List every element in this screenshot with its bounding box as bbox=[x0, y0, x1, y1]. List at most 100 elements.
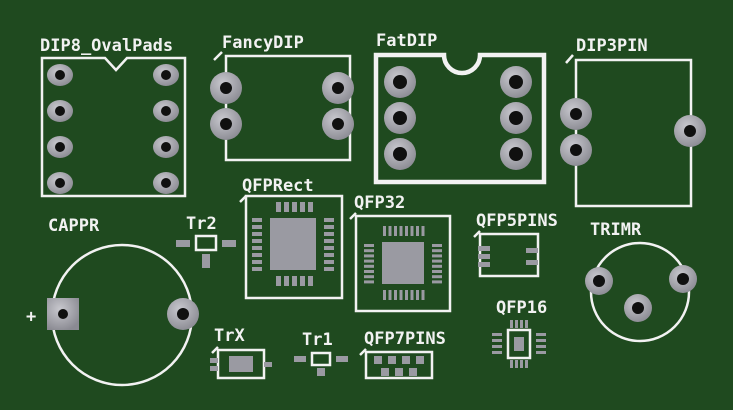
qfprect-pin-left-6 bbox=[252, 253, 262, 257]
fancydip-pad-4-hole bbox=[332, 118, 344, 130]
qfp32-pin-top-8 bbox=[421, 226, 425, 236]
qfp32-pin-top-1 bbox=[383, 226, 386, 236]
qfprect-pin-left-8 bbox=[252, 267, 262, 271]
qfp32-pin-bottom-6 bbox=[410, 290, 414, 300]
trimr-hole-2 bbox=[677, 273, 689, 285]
qfprect-pin-right-7 bbox=[324, 260, 334, 264]
qfp32-pin-left-5 bbox=[364, 264, 374, 268]
fatdip-label: FatDIP bbox=[376, 31, 437, 51]
fancydip-pad-2-hole bbox=[220, 118, 232, 130]
tr1-pad-2 bbox=[336, 356, 348, 362]
tr1-pad-1 bbox=[294, 356, 306, 362]
fancydip-pads bbox=[210, 72, 354, 140]
qfp32-pin-bottom-7 bbox=[416, 290, 419, 300]
fancydip-footprint: FancyDIP bbox=[210, 33, 354, 162]
qfprect-pin-bottom-5 bbox=[308, 276, 313, 286]
qfp16-pin-top-4 bbox=[525, 320, 528, 328]
qfp32-pin-top-6 bbox=[410, 226, 414, 236]
qfp16-pin-bottom-3 bbox=[520, 360, 523, 368]
qfp32-pin-bottom-3 bbox=[394, 290, 397, 300]
qfp16-center-pad bbox=[514, 337, 524, 351]
fatdip-pad-5-hole bbox=[509, 111, 523, 125]
qfp32-pin-right-3 bbox=[432, 254, 442, 258]
qfp5pins-pin-4 bbox=[526, 248, 538, 253]
dip8-pad-4-hole bbox=[55, 178, 65, 188]
qfprect-pin-top-1 bbox=[276, 202, 281, 212]
qfprect-pin-top-4 bbox=[300, 202, 305, 212]
tr1-label: Tr1 bbox=[302, 330, 333, 350]
qfp32-pin-top-4 bbox=[399, 226, 403, 236]
qfp7pins-pin-bottom-1 bbox=[381, 368, 389, 376]
trx-label: TrX bbox=[214, 326, 245, 346]
dip3pin-footprint: DIP3PIN bbox=[560, 36, 706, 208]
cappr-hole-1 bbox=[58, 309, 68, 319]
fatdip-pad-3-hole bbox=[393, 147, 407, 161]
qfp5pins-pin-1 bbox=[478, 246, 490, 251]
trx-pin-1 bbox=[210, 358, 218, 363]
dip3pin-pin1-mark bbox=[565, 54, 574, 64]
qfprect-pin-top-3 bbox=[292, 202, 297, 212]
dip8-pad-7-hole bbox=[161, 106, 171, 116]
qfp32-pin-bottom-1 bbox=[383, 290, 386, 300]
fancydip-label: FancyDIP bbox=[222, 33, 304, 53]
qfp32-center-pad bbox=[382, 242, 424, 284]
dip8-pad-1-hole bbox=[55, 70, 65, 80]
qfp32-pin-left-8 bbox=[364, 280, 374, 284]
fatdip-pad-1-hole bbox=[393, 75, 407, 89]
qfp32-pin-left-3 bbox=[364, 254, 374, 258]
qfp16-footprint: QFP16 bbox=[492, 298, 547, 368]
fatdip-outline bbox=[373, 52, 547, 185]
dip8-pads bbox=[47, 64, 179, 194]
qfp32-pin-top-2 bbox=[388, 226, 392, 236]
qfprect-footprint: QFPRect bbox=[239, 176, 344, 300]
qfprect-center-pad bbox=[270, 218, 316, 270]
tr2-pad-3 bbox=[202, 254, 210, 268]
qfprect-pin-bottom-3 bbox=[292, 276, 297, 286]
fancydip-pin1-mark bbox=[213, 51, 223, 61]
fatdip-pad-2-hole bbox=[393, 111, 407, 125]
fancydip-outline bbox=[224, 54, 352, 162]
fatdip-pad-4-hole bbox=[509, 147, 523, 161]
dip8-outline bbox=[40, 56, 187, 198]
trx-center-pad bbox=[229, 356, 253, 372]
qfp32-pin-right-5 bbox=[432, 264, 442, 268]
fancydip-pad-1-hole bbox=[220, 82, 232, 94]
qfp16-pin-top-1 bbox=[510, 320, 513, 328]
qfp5pins-label: QFP5PINS bbox=[476, 211, 558, 231]
tr1-pad-3 bbox=[317, 368, 325, 376]
dip8-pad-8-hole bbox=[161, 70, 171, 80]
qfp32-pin-right-7 bbox=[432, 275, 442, 279]
qfp32-pin-left-6 bbox=[364, 270, 374, 273]
qfp7pins-label: QFP7PINS bbox=[364, 329, 446, 349]
qfprect-label: QFPRect bbox=[242, 176, 314, 196]
dip8-label: DIP8_OvalPads bbox=[40, 36, 173, 56]
qfp32-pin-right-6 bbox=[432, 270, 442, 273]
qfp16-pin-bottom-1 bbox=[510, 360, 513, 368]
dip3pin-pad-3-hole bbox=[684, 125, 696, 137]
qfp16-pin-top-3 bbox=[520, 320, 523, 328]
qfp7pins-pin-bottom-2 bbox=[395, 368, 403, 376]
qfp16-outline bbox=[506, 328, 532, 360]
qfp5pins-pin-5 bbox=[526, 260, 538, 265]
qfp7pins-pin-bottom-3 bbox=[409, 368, 417, 376]
qfp32-pin-left-4 bbox=[364, 259, 374, 263]
qfp16-pin-right-2 bbox=[536, 339, 546, 342]
qfprect-pin-bottom-2 bbox=[284, 276, 289, 286]
trimr-label: TRIMR bbox=[590, 220, 642, 240]
fatdip-pad-6-hole bbox=[509, 75, 523, 89]
qfp16-pin-bottom-2 bbox=[515, 360, 518, 368]
cappr-hole-2 bbox=[177, 308, 189, 320]
qfprect-pin-right-2 bbox=[324, 225, 334, 229]
qfp32-pin-bottom-5 bbox=[405, 290, 408, 300]
trx-footprint: TrX bbox=[210, 326, 272, 380]
tr1-footprint: Tr1 bbox=[294, 330, 348, 376]
qfprect-pins bbox=[252, 202, 334, 286]
qfprect-pin-right-8 bbox=[324, 267, 334, 271]
qfp7pins-outline bbox=[364, 350, 434, 380]
qfp16-pin-left-4 bbox=[492, 351, 502, 354]
qfp5pins-footprint: QFP5PINS bbox=[473, 211, 558, 278]
tr2-pad-1 bbox=[176, 240, 190, 247]
qfprect-pin-left-1 bbox=[252, 218, 262, 222]
qfprect-pin-bottom-4 bbox=[300, 276, 305, 286]
